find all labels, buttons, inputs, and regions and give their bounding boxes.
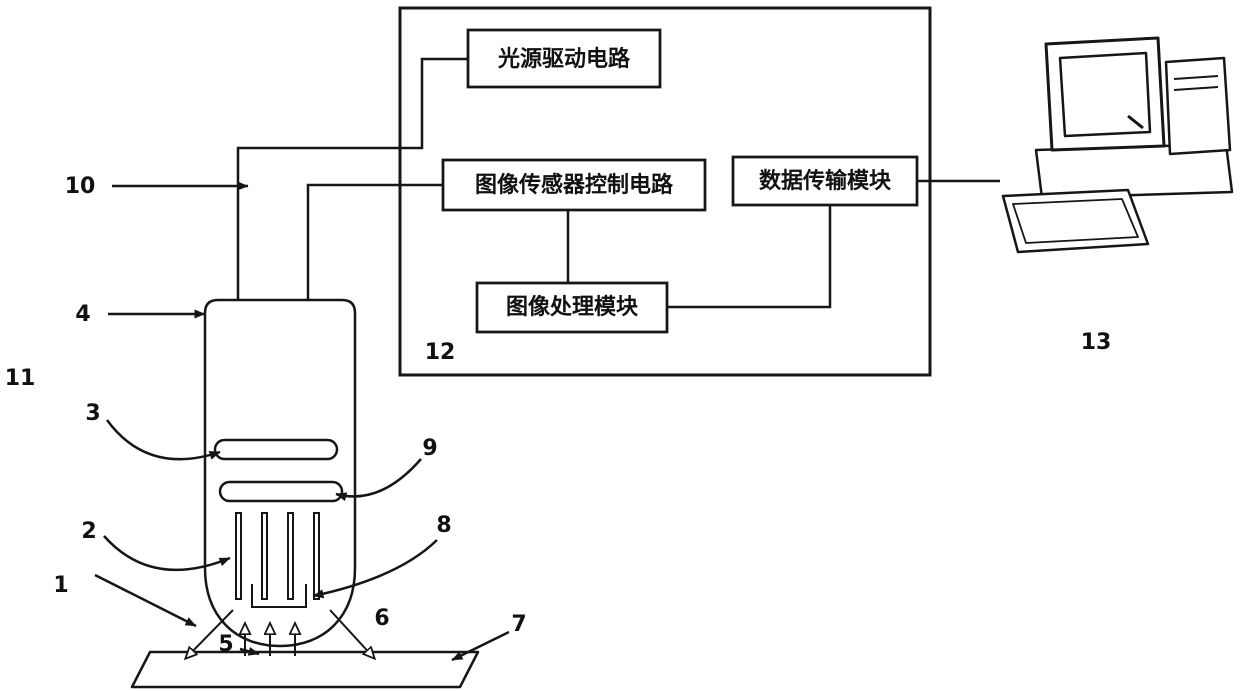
bottom-cell [251,584,307,608]
tower-vent-line-2 [1173,86,1219,91]
ref-2: 2 [81,519,96,544]
leader-8 [312,539,438,599]
sample-plate [130,650,480,689]
light-driver-label: 光源驱动电路 [497,46,631,72]
control-board-box [398,6,932,377]
data-transfer-label: 数据传输模块 [759,168,892,194]
left-leg-arrow [186,609,234,658]
image-processing-box [475,281,669,334]
rod-2 [261,512,268,600]
ref-12: 12 [425,340,456,365]
ref-3: 3 [85,401,100,426]
rod-3 [287,512,294,600]
leader-3 [105,419,221,461]
leader-5 [239,646,260,656]
image-processing-label: 图像处理模块 [506,294,639,320]
ref-11: 11 [5,366,36,391]
ref-6: 6 [374,606,389,631]
probe-vessel-outline [203,298,357,648]
right-leg-arrow [329,609,374,658]
keyboard-keys-area [1012,198,1139,244]
rod-1 [235,512,242,600]
leader-7 [451,630,510,662]
leader-1 [94,573,197,628]
data-transfer-box [731,155,919,207]
monitor-screen [1058,51,1152,138]
lower-slot [218,480,344,503]
computer-illustration [1001,36,1234,254]
leader-9 [335,458,422,502]
sensor-control-box [441,158,707,212]
ref-4: 4 [75,302,90,327]
sensor-control-label: 图像传感器控制电路 [475,172,674,198]
light-driver-box [466,28,662,89]
ref-1: 1 [53,573,68,598]
rod-4 [313,512,320,600]
ref-8: 8 [436,513,451,538]
ref-13: 13 [1081,330,1112,355]
ref-7: 7 [511,612,526,637]
wire-light-driver-to-probe [236,57,468,300]
wire-processing-to-transfer [667,205,832,309]
leader-2 [103,535,231,572]
screen-cursor-mark [1127,114,1144,130]
tower-vent-line-1 [1173,75,1219,80]
computer-tower [1164,56,1232,156]
ref-9: 9 [422,436,437,461]
ref-10: 10 [65,174,96,199]
ref-5: 5 [218,632,233,657]
wire-sensor-control-to-probe [306,183,443,300]
upper-slot [213,438,339,461]
